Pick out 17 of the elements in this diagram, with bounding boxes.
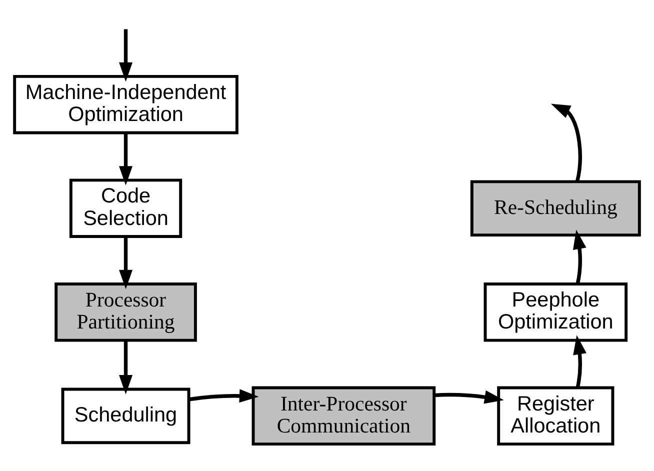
node-box: Machine-Independent Optimization [13,74,238,134]
arrow [573,229,586,284]
arrow [119,236,133,289]
node-box: Register Allocation [497,386,614,446]
node-box: Code Selection [69,178,182,238]
node-box: Inter-Processor Communication [252,386,436,446]
arrow [573,334,586,388]
arrow [434,390,504,404]
node-box: Peephole Optimization [484,282,628,342]
arrow [550,103,582,182]
arrow [119,28,133,82]
node-box: Scheduling [61,387,190,444]
arrow [188,388,259,402]
arrow [119,340,133,394]
node-box: Re-Scheduling [470,180,641,236]
node-box: Processor Partitioning [54,282,197,342]
arrow [119,132,133,185]
